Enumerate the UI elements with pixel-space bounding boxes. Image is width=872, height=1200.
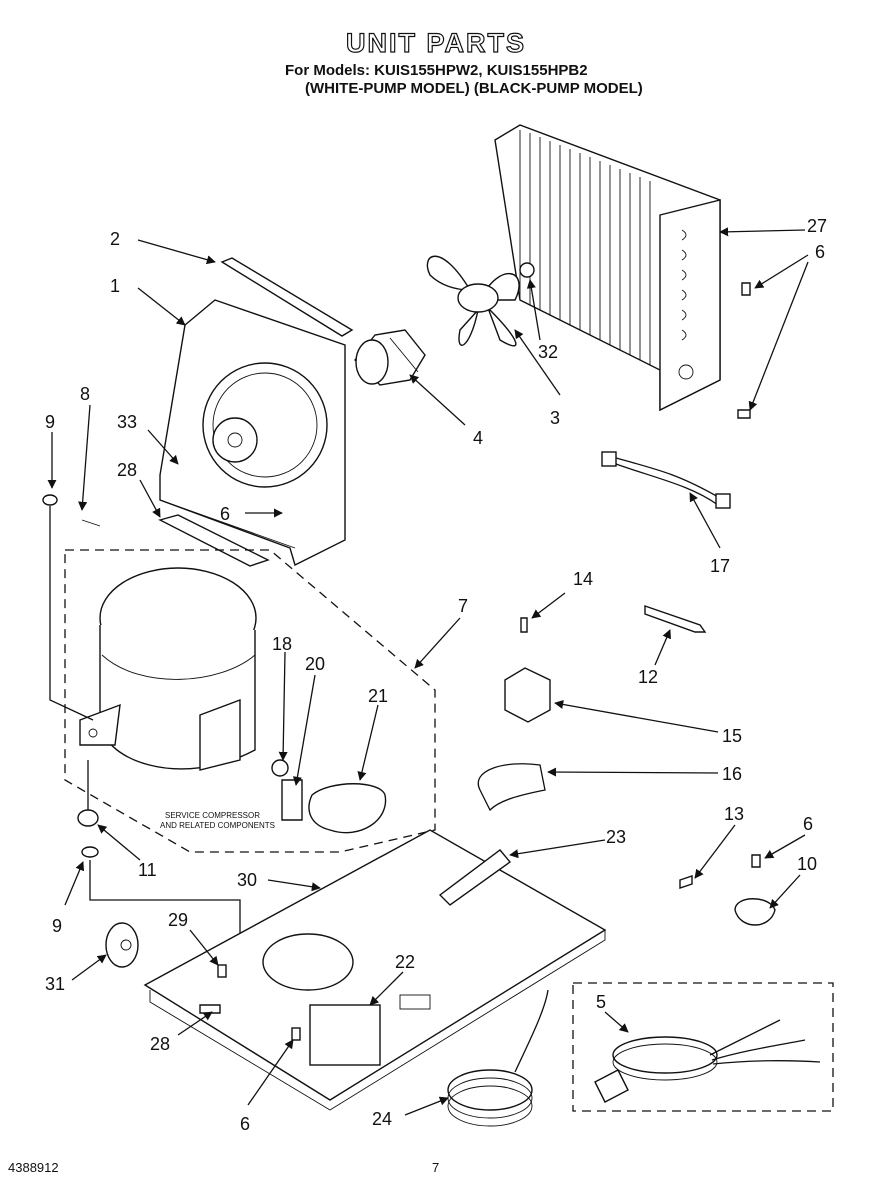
callout-17: 17 xyxy=(710,556,730,576)
drier xyxy=(438,849,512,906)
callout-6b: 6 xyxy=(220,504,230,524)
valve-bracket xyxy=(477,763,546,812)
callout-8: 8 xyxy=(80,384,90,404)
page-number: 7 xyxy=(432,1160,440,1175)
service-note-line1: SERVICE COMPRESSOR xyxy=(165,811,260,820)
fan-shroud xyxy=(159,299,346,567)
callout-29: 29 xyxy=(168,910,188,930)
fan-motor xyxy=(354,329,426,386)
callout-33: 33 xyxy=(117,412,137,432)
callout-24: 27 xyxy=(807,216,827,236)
callout-16: 16 xyxy=(722,764,742,784)
callout-14: 14 xyxy=(573,569,593,589)
callout-7: 7 xyxy=(458,596,468,616)
clip xyxy=(81,519,101,527)
leader-lines xyxy=(47,227,809,1116)
callout-6d: 6 xyxy=(240,1114,250,1134)
callout-12: 12 xyxy=(638,667,658,687)
callout-labels: 2 1 3 4 32 27 6 8 9 33 28 6 17 7 14 12 1… xyxy=(45,216,827,1134)
drain-tube xyxy=(447,989,549,1127)
callout-3: 3 xyxy=(550,408,560,428)
callout-27: 28 xyxy=(117,460,137,480)
roller xyxy=(105,922,139,968)
callout-23: 23 xyxy=(606,827,626,847)
bracket-strip xyxy=(158,514,270,567)
service-note-line2: AND RELATED COMPONENTS xyxy=(160,821,275,830)
hose xyxy=(644,605,707,633)
cover xyxy=(308,783,387,834)
callout-6a: 6 xyxy=(815,242,825,262)
callout-10: 10 xyxy=(797,854,817,874)
overload xyxy=(271,759,289,777)
callout-11: 11 xyxy=(138,860,157,880)
screw xyxy=(737,409,751,419)
screw xyxy=(741,282,751,296)
hinge-bolt xyxy=(199,1004,221,1014)
document-number: 4388912 xyxy=(8,1160,59,1175)
screw xyxy=(291,1027,301,1041)
callout-26: 24 xyxy=(372,1109,392,1129)
callout-9a: 9 xyxy=(45,412,55,432)
callout-9b: 9 xyxy=(52,916,62,936)
gasket-strip xyxy=(220,257,354,337)
callout-13: 13 xyxy=(724,804,744,824)
models-line: For Models: KUIS155HPW2, KUIS155HPB2 xyxy=(285,62,588,79)
power-cord xyxy=(594,1019,821,1103)
washer xyxy=(42,494,58,506)
washer xyxy=(81,846,99,858)
fan-blade xyxy=(426,255,520,347)
condenser xyxy=(494,124,721,412)
compressor xyxy=(79,567,257,771)
clamp xyxy=(734,898,776,926)
relay xyxy=(281,779,303,821)
callout-18: 18 xyxy=(272,634,292,654)
page-title: UNIT PARTS xyxy=(345,27,526,58)
callout-30: 30 xyxy=(237,870,257,890)
callout-6c: 6 xyxy=(803,814,813,834)
screw xyxy=(520,617,528,633)
callout-5: 5 xyxy=(596,992,606,1012)
wire-harness xyxy=(601,451,731,509)
base-plate xyxy=(143,829,607,1111)
callout-1: 1 xyxy=(110,276,120,296)
power-cord-box xyxy=(572,982,834,1112)
callout-21: 21 xyxy=(368,686,388,706)
solenoid-coil xyxy=(504,667,551,723)
nut xyxy=(519,262,535,278)
callout-20: 20 xyxy=(305,654,325,674)
callout-22: 22 xyxy=(395,952,415,972)
callout-15: 15 xyxy=(722,726,742,746)
callout-4: 4 xyxy=(473,428,483,448)
callout-32: 32 xyxy=(538,342,558,362)
screw xyxy=(751,854,761,868)
callout-2: 2 xyxy=(110,229,120,249)
screw xyxy=(217,964,227,978)
variants-line: (WHITE-PUMP MODEL) (BLACK-PUMP MODEL) xyxy=(305,80,643,97)
grommet xyxy=(77,809,99,827)
callout-28: 28 xyxy=(150,1034,170,1054)
compressor-boundary xyxy=(64,549,436,853)
callout-31: 31 xyxy=(45,974,65,994)
screw xyxy=(679,875,693,889)
